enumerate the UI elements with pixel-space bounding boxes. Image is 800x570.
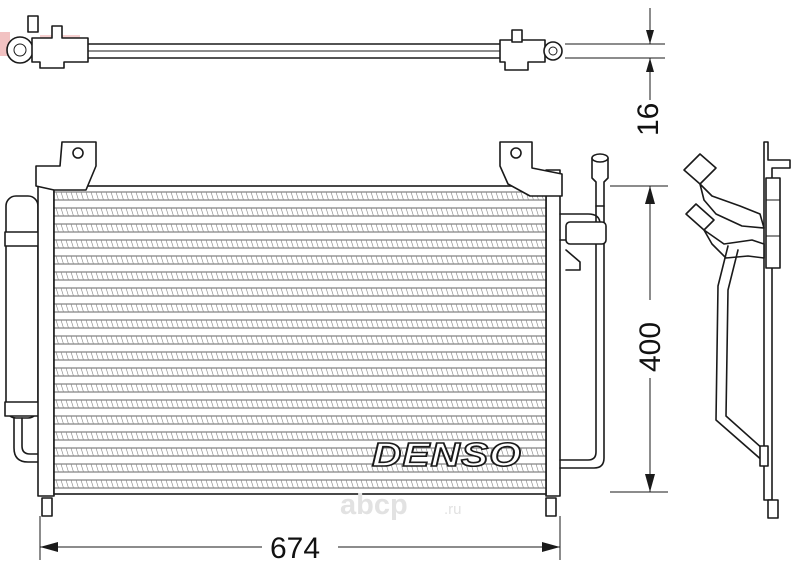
pipe-outer	[559, 205, 605, 469]
side-foot	[767, 499, 779, 519]
width-label: 674	[270, 532, 320, 565]
corner-mark	[0, 32, 10, 56]
front-left-bracket	[35, 141, 97, 191]
top-right-pin	[511, 29, 523, 43]
receiver-pipe	[13, 417, 41, 463]
pipe-fitting-top	[591, 157, 609, 207]
top-right-pipe-end	[543, 41, 563, 61]
side-mount-box	[765, 177, 781, 269]
top-right-bracket	[499, 39, 546, 71]
width-dimension: 674	[39, 516, 561, 565]
top-right-pipe-end-inner	[548, 46, 558, 56]
pipe-clamp	[565, 221, 607, 245]
top-left-pin	[27, 15, 39, 33]
watermark: abcp .ru	[340, 489, 462, 521]
pipe-fitting-cap	[591, 153, 609, 163]
side-lower-fitting	[685, 203, 715, 231]
watermark-tld: .ru	[444, 501, 462, 518]
side-lower-pipe	[703, 229, 765, 259]
top-view	[0, 15, 563, 71]
height-dimension: 400	[610, 185, 668, 493]
receiver-cap-top	[4, 231, 40, 247]
right-header-tank	[545, 169, 561, 497]
left-header-tank	[37, 167, 55, 497]
right-foot	[545, 497, 557, 517]
left-foot	[41, 497, 53, 517]
receiver-dryer	[5, 195, 39, 419]
brand-logo: DENSO	[372, 436, 522, 473]
front-view	[4, 141, 609, 517]
receiver-cap-bottom	[4, 401, 40, 417]
front-right-bracket-hole	[510, 147, 522, 159]
side-long-pipe-outer	[715, 245, 765, 463]
thickness-dimension: 16	[565, 8, 665, 136]
height-label: 400	[634, 322, 667, 372]
pipe-inner	[559, 205, 597, 461]
side-long-pipe-inner	[725, 249, 765, 451]
side-upper-fitting	[683, 153, 717, 185]
watermark-site: abcp	[340, 489, 408, 521]
front-left-bracket-hole	[72, 147, 84, 159]
thickness-label: 16	[632, 103, 665, 136]
condenser-core	[53, 185, 547, 495]
side-view	[683, 141, 791, 519]
receiver-end-left	[6, 36, 34, 64]
side-upper-pipe	[699, 183, 765, 229]
top-left-bracket	[31, 25, 89, 69]
receiver-end-left-inner	[13, 43, 27, 57]
